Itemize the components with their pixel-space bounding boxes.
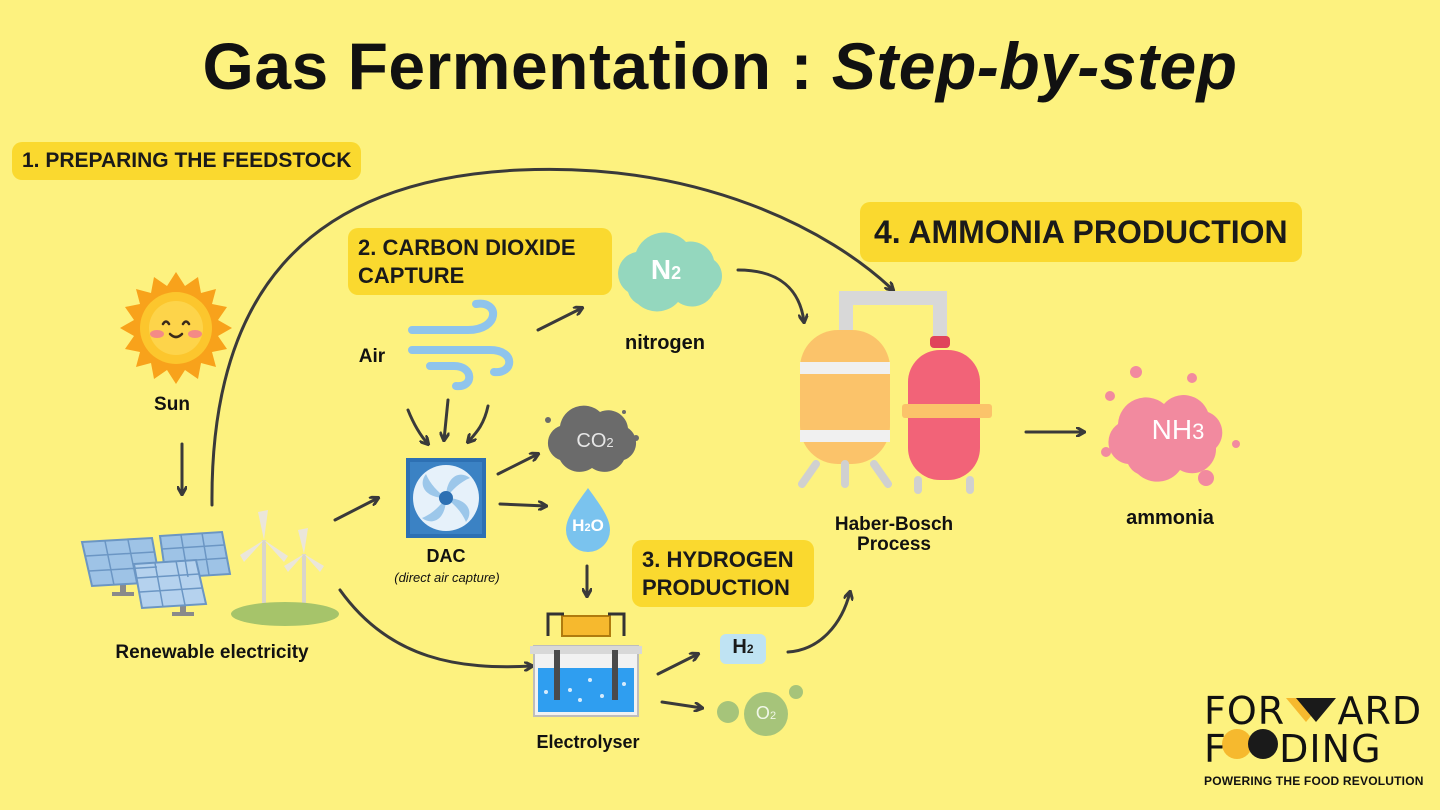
sun-icon [120,272,232,384]
o2-formula: O2 [755,703,777,723]
nh3-formula: NH3 [1151,414,1205,445]
title-main: Gas Fermentation : [202,29,813,103]
page-title: Gas Fermentation : Step-by-step [0,28,1440,104]
electrolyser-label: Electrolyser [536,732,640,752]
solar-panel-icon [80,530,232,616]
arrow-renewable-to-electrolyser [338,588,532,667]
logo-line-1: FOR ARD [1204,689,1423,733]
step-4-label: 4. AMMONIA PRODUCTION [860,202,1302,262]
forward-fooding-logo-mark [1222,698,1336,759]
arrow-nitrogen-to-haber [736,268,804,322]
dac-fan-icon [406,458,486,538]
step-2-label: 2. CARBON DIOXIDE CAPTURE [348,228,612,295]
oxygen-bubbles-icon [717,685,803,736]
nitrogen-cloud-icon [618,232,722,312]
dac-label: DAC [426,546,466,566]
wind-turbine-icon [231,510,339,626]
logo-tagline: POWERING THE FOOD REVOLUTION [1204,774,1424,788]
haber-bosch-label: Haber-Bosch Process [834,514,954,555]
arrow-air-to-dac-1 [406,408,428,444]
renewable-electricity-icon [80,510,339,626]
haber-bosch-reactor-icon [798,291,992,494]
arrow-electrolyser-to-h2 [656,654,698,676]
title-emphasis: Step-by-step [831,29,1238,103]
logo-line-2: F DING [1204,727,1382,771]
co2-cloud-icon [545,405,639,472]
arrow-air-to-nitrogen [536,308,582,332]
ammonia-label: ammonia [1126,507,1214,529]
arrow-electrolyser-to-o2 [660,700,702,708]
h2-formula: H2 [732,636,754,658]
hydrogen-box-icon [720,634,766,664]
n2-formula: N2 [650,254,682,285]
arrow-renewable-to-haber [210,167,893,507]
step-1-label: 1. PREPARING THE FEEDSTOCK [12,142,362,181]
sun-label: Sun [154,394,190,415]
ammonia-cloud-icon [1101,366,1240,486]
air-wind-icon [408,299,514,391]
air-label: Air [358,346,386,367]
renewable-electricity-label: Renewable electricity [115,642,309,663]
dac-description: (direct air capture) [394,570,500,585]
water-drop-icon [566,488,610,552]
electrolyser-icon [530,612,642,717]
co2-formula: CO2 [576,430,614,452]
arrow-renewable-to-dac [333,498,378,522]
step-3-label: 3. HYDROGEN PRODUCTION [632,540,814,607]
nitrogen-label: nitrogen [625,332,705,354]
arrow-dac-to-co2 [496,454,538,476]
h2o-formula: H2O [572,516,604,535]
arrow-air-to-dac-3 [468,404,490,442]
forward-fooding-logo: FOR ARD F DING POWERING THE FOOD REVOLUT… [1204,692,1434,788]
arrow-air-to-dac-2 [444,398,448,440]
arrow-h2-to-haber [786,592,850,654]
arrow-dac-to-h2o [498,504,546,506]
